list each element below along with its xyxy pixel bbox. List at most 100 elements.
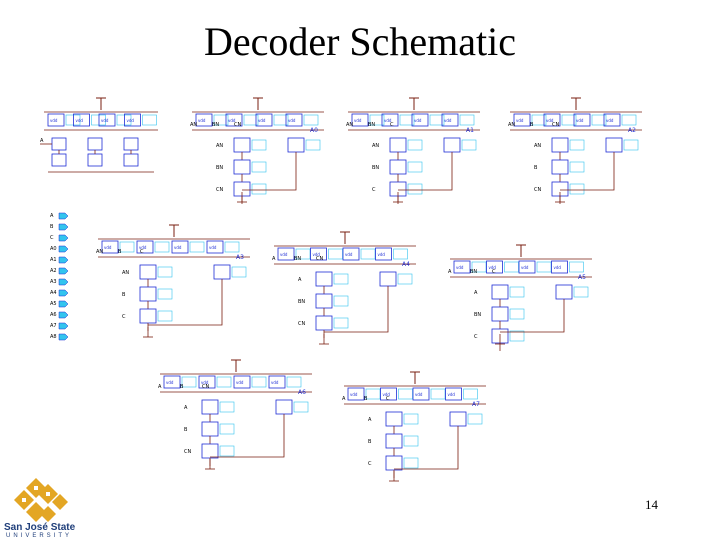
pmos-device — [380, 387, 397, 401]
input-label: B — [118, 249, 122, 255]
input-label: CN — [234, 122, 241, 128]
device-label: vdd — [516, 118, 524, 123]
pmos-device — [198, 375, 216, 389]
device-params — [216, 376, 232, 388]
device-params — [365, 388, 381, 400]
gate-label: B — [534, 165, 538, 171]
device-params — [328, 248, 343, 260]
pmos-device — [342, 247, 360, 261]
device-params — [561, 114, 577, 126]
device-params — [369, 114, 385, 126]
output-label: A5 — [578, 274, 586, 281]
device-params — [393, 248, 408, 260]
feedback-wire — [398, 152, 453, 191]
sjsu-logo-icon — [14, 478, 68, 522]
output-label: A7 — [472, 401, 480, 408]
output-label: A1 — [466, 127, 474, 134]
nmos-device — [201, 443, 219, 459]
gate-label: C — [474, 334, 478, 340]
input-label: B — [180, 384, 184, 390]
nmos-device — [233, 159, 251, 175]
device-params — [403, 435, 419, 447]
device-label: vdd — [104, 245, 112, 250]
inv-device — [87, 137, 103, 151]
pmos-device — [268, 375, 286, 389]
device-params — [360, 248, 376, 260]
input-label: BN — [470, 269, 477, 275]
inv-device — [275, 399, 293, 415]
input-label: AN — [190, 122, 197, 128]
pmos-device — [513, 113, 531, 127]
pin-item: A6 — [50, 311, 69, 319]
device-params — [407, 139, 423, 151]
gate-label: A — [298, 277, 302, 283]
device-params — [119, 241, 135, 253]
pmos-device — [411, 113, 429, 127]
device-params — [430, 388, 446, 400]
device-params — [251, 161, 267, 173]
device-params — [219, 445, 235, 457]
input-label: C — [386, 396, 390, 402]
pin-label: A5 — [50, 301, 57, 307]
device-params — [251, 183, 267, 195]
device-params — [157, 266, 173, 278]
pmos-device — [573, 113, 591, 127]
gate-label: CN — [184, 449, 191, 455]
input-label: C — [390, 122, 394, 128]
device-label: vdd — [456, 265, 464, 270]
gate-label: AN — [216, 143, 223, 149]
device-label: vdd — [384, 118, 392, 123]
device-label: vdd — [288, 118, 296, 123]
nmos-device — [139, 308, 157, 324]
device-params — [407, 183, 423, 195]
device-label: vdd — [258, 118, 266, 123]
nmos-device — [139, 264, 157, 280]
gate-label: BN — [298, 299, 305, 305]
device-params — [219, 423, 235, 435]
device-params — [157, 310, 173, 322]
device-params — [531, 114, 547, 126]
inv-device — [443, 137, 461, 153]
gate-label: CN — [216, 187, 223, 193]
nmos-device — [385, 455, 403, 471]
input-pin-icon — [58, 223, 69, 231]
pin-label: A1 — [50, 257, 57, 263]
device-label: vdd — [236, 380, 244, 385]
pmos-device — [445, 387, 462, 401]
device-params — [231, 266, 247, 278]
pmos-device — [124, 113, 141, 127]
gate-label: CN — [534, 187, 541, 193]
pmos-device — [225, 113, 243, 127]
output-pin-icon — [58, 322, 69, 330]
device-label: vdd — [50, 118, 58, 123]
nmos-device — [139, 286, 157, 302]
pin-item: A7 — [50, 322, 69, 330]
gate-label: A — [474, 290, 478, 296]
nmos-device — [385, 433, 403, 449]
nmos-device — [201, 399, 219, 415]
input-label: A — [272, 256, 276, 262]
pin-item: A5 — [50, 300, 69, 308]
device-label: vdd — [345, 252, 353, 257]
device-params — [467, 413, 483, 425]
pmos-device — [518, 260, 536, 274]
device-params — [116, 114, 132, 126]
input-label: C — [492, 269, 496, 275]
pmos-device — [285, 113, 303, 127]
feedback-wire — [210, 414, 285, 458]
device-params — [569, 261, 584, 273]
feedback-wire — [242, 152, 297, 191]
gate-label: AN — [372, 143, 379, 149]
device-params — [398, 388, 413, 400]
nmos-device — [491, 284, 509, 300]
input-label: CN — [552, 122, 559, 128]
device-params — [591, 114, 607, 126]
device-label: vdd — [139, 245, 147, 250]
device-params — [569, 139, 585, 151]
